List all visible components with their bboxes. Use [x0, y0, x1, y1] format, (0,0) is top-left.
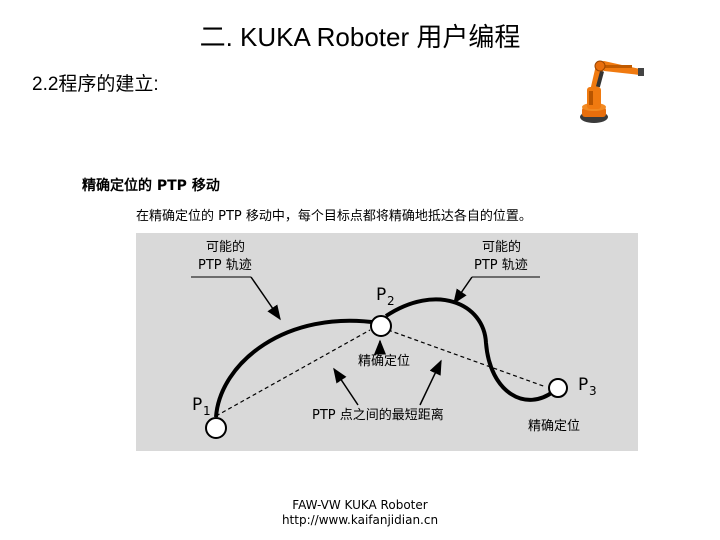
- arrow-shortest-right: [419, 359, 442, 406]
- shortest-path-p1-p2: [215, 329, 371, 417]
- point-p1: [205, 417, 227, 439]
- label-p3: P: [578, 375, 588, 395]
- slide-title: 二. KUKA Roboter 用户编程: [199, 22, 521, 52]
- ptp-trajectory-p2-p3: [384, 297, 556, 402]
- footer-line-1: FAW-VW KUKA Roboter: [292, 498, 428, 512]
- ptp-trajectory-p1-p2: [214, 318, 380, 418]
- footer-link[interactable]: http://www.kaifanjidian.cn: [281, 513, 439, 527]
- section-heading: 2.2程序的建立:: [32, 74, 159, 95]
- label-possible-path-left-2: PTP 轨迹: [198, 258, 252, 273]
- footer: FAW-VW KUKA Roboter http://www.kaifanjid…: [0, 498, 720, 528]
- label-possible-path-right-2: PTP 轨迹: [474, 258, 528, 273]
- point-p2: [370, 315, 392, 337]
- label-exact-stop-p3: 精确定位: [528, 419, 580, 434]
- label-p1-sub: 1: [203, 404, 211, 418]
- label-p3-sub: 3: [589, 384, 597, 398]
- label-p1: P: [192, 395, 202, 415]
- arrow-shortest-left: [333, 367, 359, 406]
- label-possible-path-right-1: 可能的: [482, 239, 521, 255]
- arrow-possible-path-right: [453, 276, 473, 305]
- label-p2-sub: 2: [387, 294, 395, 308]
- figure-subcaption: 在精确定位的 PTP 移动中，每个目标点都将精确地抵达各自的位置。: [136, 209, 532, 224]
- label-p2: P: [376, 285, 386, 305]
- ptp-motion-diagram: P 1 P 2 P 3 可能的 PTP 轨迹 可能的 PTP 轨迹 精确定位 精…: [136, 233, 638, 451]
- shortest-path-p2-p3: [387, 329, 547, 388]
- label-possible-path-left-1: 可能的: [206, 239, 245, 255]
- label-exact-stop-p2: 精确定位: [358, 354, 410, 369]
- point-p3: [548, 378, 568, 398]
- kuka-robot-arm-icon: [574, 57, 646, 129]
- label-shortest-distance: PTP 点之间的最短距离: [312, 407, 444, 423]
- arrow-possible-path-left: [250, 276, 281, 321]
- figure-caption: 精确定位的 PTP 移动: [82, 178, 220, 194]
